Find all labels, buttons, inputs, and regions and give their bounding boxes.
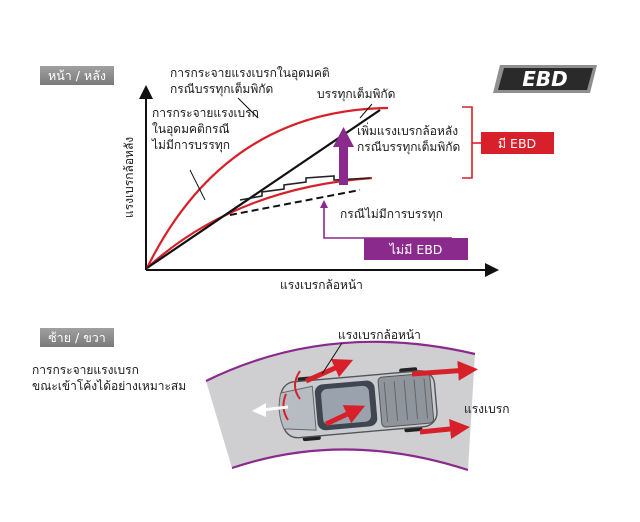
direction-arrow: [252, 403, 289, 417]
svg-text:มี EBD: มี EBD: [498, 136, 536, 151]
label-ideal-no-load-3: ไม่มีการบรรทุก: [151, 138, 230, 153]
label-front-brake: แรงเบรกล้อหน้า: [338, 328, 421, 342]
without-ebd-pill: ไม่มี EBD: [364, 238, 468, 260]
label-ideal-no-load-2: ในอุดมคติกรณี: [152, 122, 230, 137]
brake-arrow-front-bottom: [324, 405, 366, 427]
y-axis-label: แรงเบรกล้อหลัง: [122, 137, 136, 218]
brake-arrow-rear-bottom: [419, 419, 470, 439]
label-ideal-full-load-1: การกระจายแรงเบรกในอุดมคติ: [170, 66, 330, 81]
label-increase-1: เพิ่มแรงเบรกล้อหลัง: [357, 122, 458, 138]
with-ebd-pill: มี EBD: [481, 132, 554, 154]
with-ebd-bracket: [462, 106, 473, 179]
ebd-badge: EBD: [493, 65, 597, 93]
label-cornering-2: ขณะเข้าโค้งได้อย่างเหมาะสม: [32, 379, 186, 393]
steer-arc-top: [294, 370, 301, 400]
tag-left-right: ซ้าย / ขวา: [40, 328, 114, 347]
svg-text:หน้า / หลัง: หน้า / หลัง: [48, 68, 106, 83]
ideal-curve-no-load: [146, 176, 373, 269]
pickup-truck: [278, 367, 438, 442]
svg-text:ซ้าย / ขวา: ซ้าย / ขวา: [48, 330, 106, 345]
label-cornering-1: การกระจายแรงเบรก: [32, 363, 139, 377]
x-axis-label: แรงเบรกล้อหน้า: [280, 278, 363, 292]
increase-arrow: [333, 127, 354, 185]
ideal-curve-full-load: [146, 106, 389, 269]
svg-text:ไม่มี EBD: ไม่มี EBD: [389, 242, 443, 257]
label-ideal-full-load-2: กรณีบรรทุกเต็มพิกัด: [170, 81, 273, 97]
label-full-load: บรรทุกเต็มพิกัด: [317, 86, 395, 102]
tag-front-rear: หน้า / หลัง: [40, 66, 114, 85]
label-brake: แรงเบรก: [464, 402, 509, 416]
label-increase-2: กรณีบรรทุกเต็มพิกัด: [357, 139, 460, 155]
no-ebd-line: [229, 189, 361, 216]
brake-arrow-rear-top: [411, 360, 478, 381]
label-ideal-no-load-1: การกระจายแรงเบรก: [152, 106, 259, 120]
brake-arrow-front-top: [304, 358, 354, 384]
ebd-stepped-line: [239, 175, 371, 201]
svg-text:EBD: EBD: [522, 67, 568, 91]
label-no-load: กรณีไม่มีการบรรทุก: [340, 207, 443, 222]
